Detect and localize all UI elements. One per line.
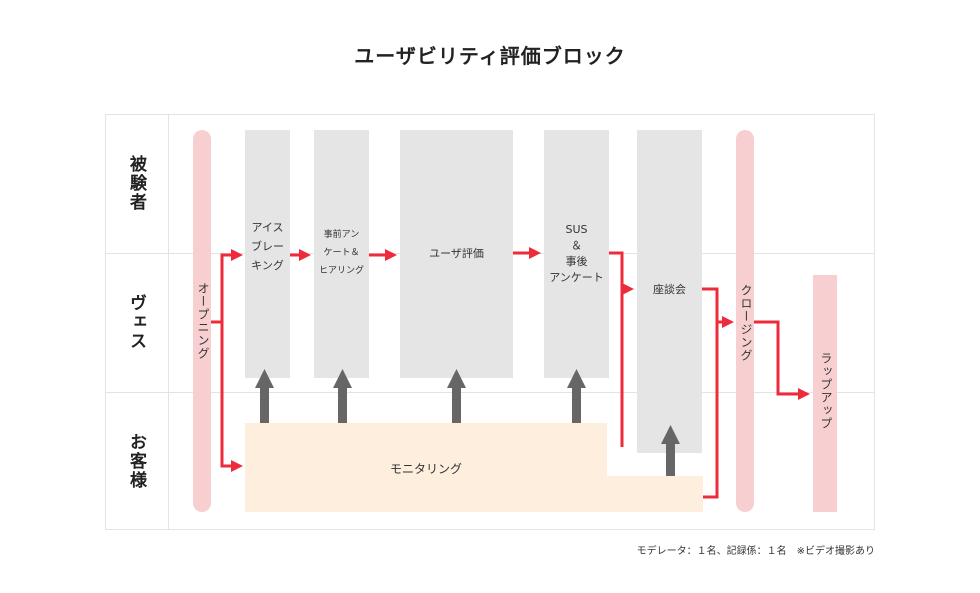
user-eval-block: [400, 130, 513, 378]
post-survey-to-roundtable-arrow: [609, 251, 634, 295]
lane-label-subject: 被験者: [105, 114, 168, 253]
roundtable-to-closing-arrow: [702, 287, 734, 328]
monitoring-label: モニタリング: [389, 462, 462, 476]
swimlane-frame: [105, 114, 875, 530]
footnote: モデレータ：１名、記録係：１名 ※ビデオ撮影あり: [636, 546, 875, 557]
opening-to-monitoring-arrow: [220, 322, 243, 472]
up-arrow-icebreak: [255, 369, 274, 423]
up-arrow-user-eval: [447, 369, 466, 423]
lane-label-divider: [168, 114, 169, 530]
pre-survey-label: 事前アン ケート＆ ヒアリング: [318, 230, 364, 276]
wrapup-label: ラップアップ: [819, 352, 833, 430]
closing-label: クロージング: [739, 284, 753, 362]
up-arrow-pre-survey: [333, 369, 352, 423]
roundtable-block: [637, 130, 702, 453]
lane-label-subject-text: 被験者: [126, 155, 146, 212]
diagram-title: ユーザビリティ評価ブロック: [354, 44, 626, 68]
post-survey-block: [544, 130, 609, 378]
wrapup-bar: [813, 275, 837, 512]
pre-survey-block: [314, 130, 369, 378]
monitoring-bottom-to-closing-path: [703, 322, 719, 499]
opening-to-steps-arrow: [211, 249, 243, 324]
opening-bar: [193, 130, 211, 512]
lane-label-ves: ヴェス: [105, 253, 168, 392]
up-arrow-roundtable: [661, 425, 680, 476]
post-survey-label: SUS ＆ 事後 アンケート: [549, 223, 604, 284]
opening-label: オープニング: [196, 282, 210, 360]
roundtable-label: 座談会: [653, 283, 686, 296]
icebreak-block: [245, 130, 290, 378]
lane-label-client: お客様: [105, 392, 168, 530]
icebreak-label: アイス ブレー キング: [251, 221, 284, 272]
user-eval-label: ユーザ評価: [429, 247, 484, 260]
up-arrow-post-survey: [567, 369, 586, 423]
lane-label-client-text: お客様: [126, 432, 146, 490]
lane-label-ves-text: ヴェス: [126, 294, 146, 351]
lane-divider-2: [105, 392, 875, 393]
closing-bar: [736, 130, 754, 512]
closing-to-wrapup-arrow: [754, 320, 810, 400]
